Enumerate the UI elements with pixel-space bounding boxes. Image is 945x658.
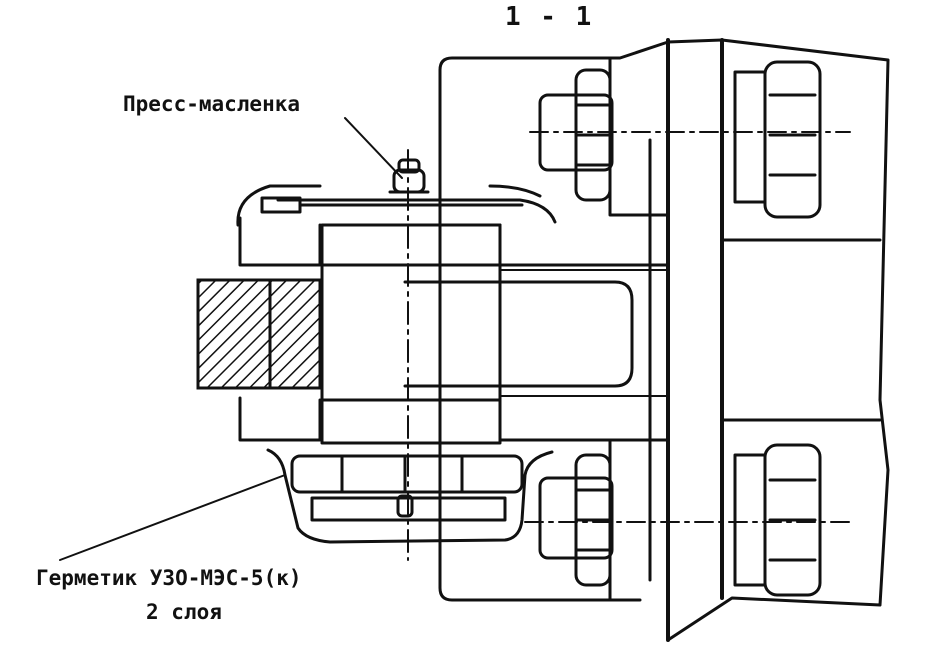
leader-sealant: [59, 474, 286, 561]
grease-fitting-callout: Пресс-масленка: [123, 92, 301, 116]
lower-right-nut: [733, 443, 822, 597]
upper-left-nut: [538, 68, 614, 202]
sealant-cup: [266, 448, 554, 544]
sealant-layers-callout: 2 слоя: [146, 600, 222, 624]
hatched-beam: [196, 278, 322, 390]
leader-grease: [344, 117, 403, 179]
section-label: 1 - 1: [505, 2, 594, 32]
lower-left-nut: [538, 453, 614, 587]
housing-outline: [438, 38, 890, 642]
hinge-pin: [320, 223, 502, 445]
top-cover: [236, 184, 557, 227]
upper-right-nut: [733, 60, 822, 219]
flange-plate: [666, 38, 724, 642]
sealant-callout: Герметик УЗО-МЭС-5(к): [36, 566, 302, 590]
lug-eye: [403, 280, 634, 388]
